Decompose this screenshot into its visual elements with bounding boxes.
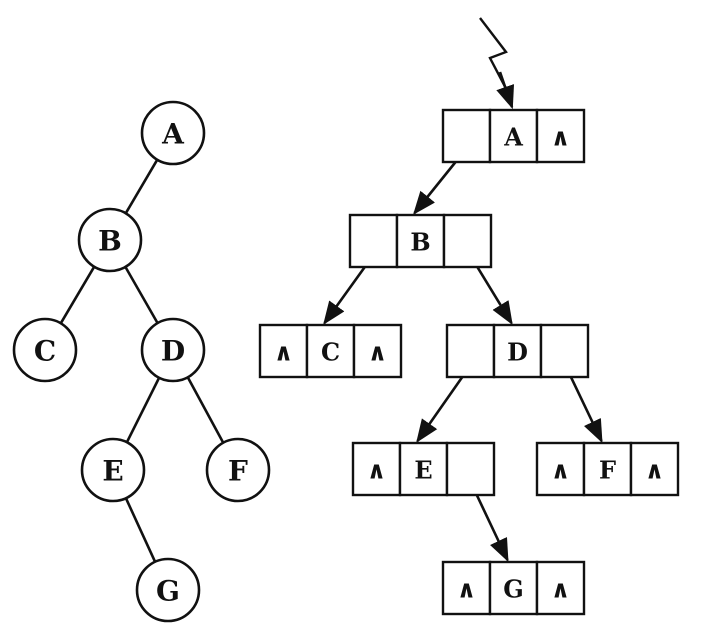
tree-edge-b-d: [124, 266, 159, 324]
record-data-cell: [488, 560, 539, 616]
tree-edge-b-c: [59, 266, 96, 324]
record-f: ∧ F ∧: [535, 441, 680, 497]
tree-node-b: B: [77, 207, 143, 273]
record-b: B: [348, 213, 493, 269]
record-right-cell: [539, 323, 590, 379]
null-pointer: ∧: [368, 338, 388, 367]
null-pointer: ∧: [551, 456, 571, 485]
linked-records: A∧B∧C∧D∧E∧F∧∧G∧: [258, 108, 680, 616]
node-label: C: [34, 335, 56, 368]
record-data: B: [410, 228, 430, 257]
record-data-cell: [582, 441, 633, 497]
tree-nodes: A B C D E F G: [12, 100, 271, 623]
null-pointer: ∧: [551, 123, 571, 152]
null-pointer: ∧: [274, 338, 294, 367]
record-data: D: [507, 338, 528, 367]
record-right-cell: [442, 213, 493, 269]
tree-node-d: D: [140, 317, 206, 383]
tree-node-f: F: [205, 437, 271, 503]
record-left-cell: [351, 441, 402, 497]
node-circle: [12, 317, 78, 383]
record-data-cell: [305, 323, 356, 379]
record-left-cell: [535, 441, 586, 497]
tree-edge-e-g: [124, 497, 157, 563]
record-c: ∧ C ∧: [258, 323, 403, 379]
record-data-cell: [488, 108, 539, 164]
node-label: E: [102, 455, 123, 488]
head-pointer-zigzag: [479, 17, 514, 101]
record-data: G: [503, 575, 524, 604]
node-label: B: [98, 225, 122, 258]
tree-node-c: C: [12, 317, 78, 383]
node-circle: [77, 207, 143, 273]
record-a: A∧: [441, 108, 586, 164]
tree-edge-d-e: [125, 377, 161, 443]
null-pointer: ∧: [367, 456, 387, 485]
node-circle: [140, 317, 206, 383]
record-d: D: [445, 323, 590, 379]
null-pointer: ∧: [457, 575, 477, 604]
tree-edge-d-f: [186, 376, 225, 444]
node-circle: [205, 437, 271, 503]
node-circle: [80, 437, 146, 503]
record-g: ∧ G ∧: [441, 560, 586, 616]
tree-node-e: E: [80, 437, 146, 503]
node-label: G: [156, 575, 180, 608]
record-right-cell: [629, 441, 680, 497]
record-right-cell: [535, 108, 586, 164]
record-right-cell: [445, 441, 496, 497]
node-label: F: [228, 455, 248, 488]
record-data-cell: [395, 213, 446, 269]
null-pointer: ∧: [645, 456, 665, 485]
tree-node-a: A: [140, 100, 206, 166]
record-data: F: [599, 456, 616, 485]
node-circle: [135, 557, 201, 623]
node-label: D: [161, 335, 185, 368]
record-data-cell: [492, 323, 543, 379]
record-left-cell: [445, 323, 496, 379]
record-left-cell: [441, 560, 492, 616]
record-right-cell: [535, 560, 586, 616]
tree-edges: [59, 159, 225, 563]
record-data: A: [503, 123, 523, 152]
tree-node-g: G: [135, 557, 201, 623]
record-e: ∧E: [351, 441, 496, 497]
node-label: A: [161, 118, 185, 151]
record-right-cell: [352, 323, 403, 379]
record-left-cell: [348, 213, 399, 269]
record-data: C: [321, 338, 340, 367]
node-circle: [140, 100, 206, 166]
tree-edge-a-b: [124, 159, 159, 214]
record-data: E: [414, 456, 432, 485]
head-pointer-arrow: [496, 71, 515, 110]
null-pointer: ∧: [551, 575, 571, 604]
record-left-cell: [441, 108, 492, 164]
